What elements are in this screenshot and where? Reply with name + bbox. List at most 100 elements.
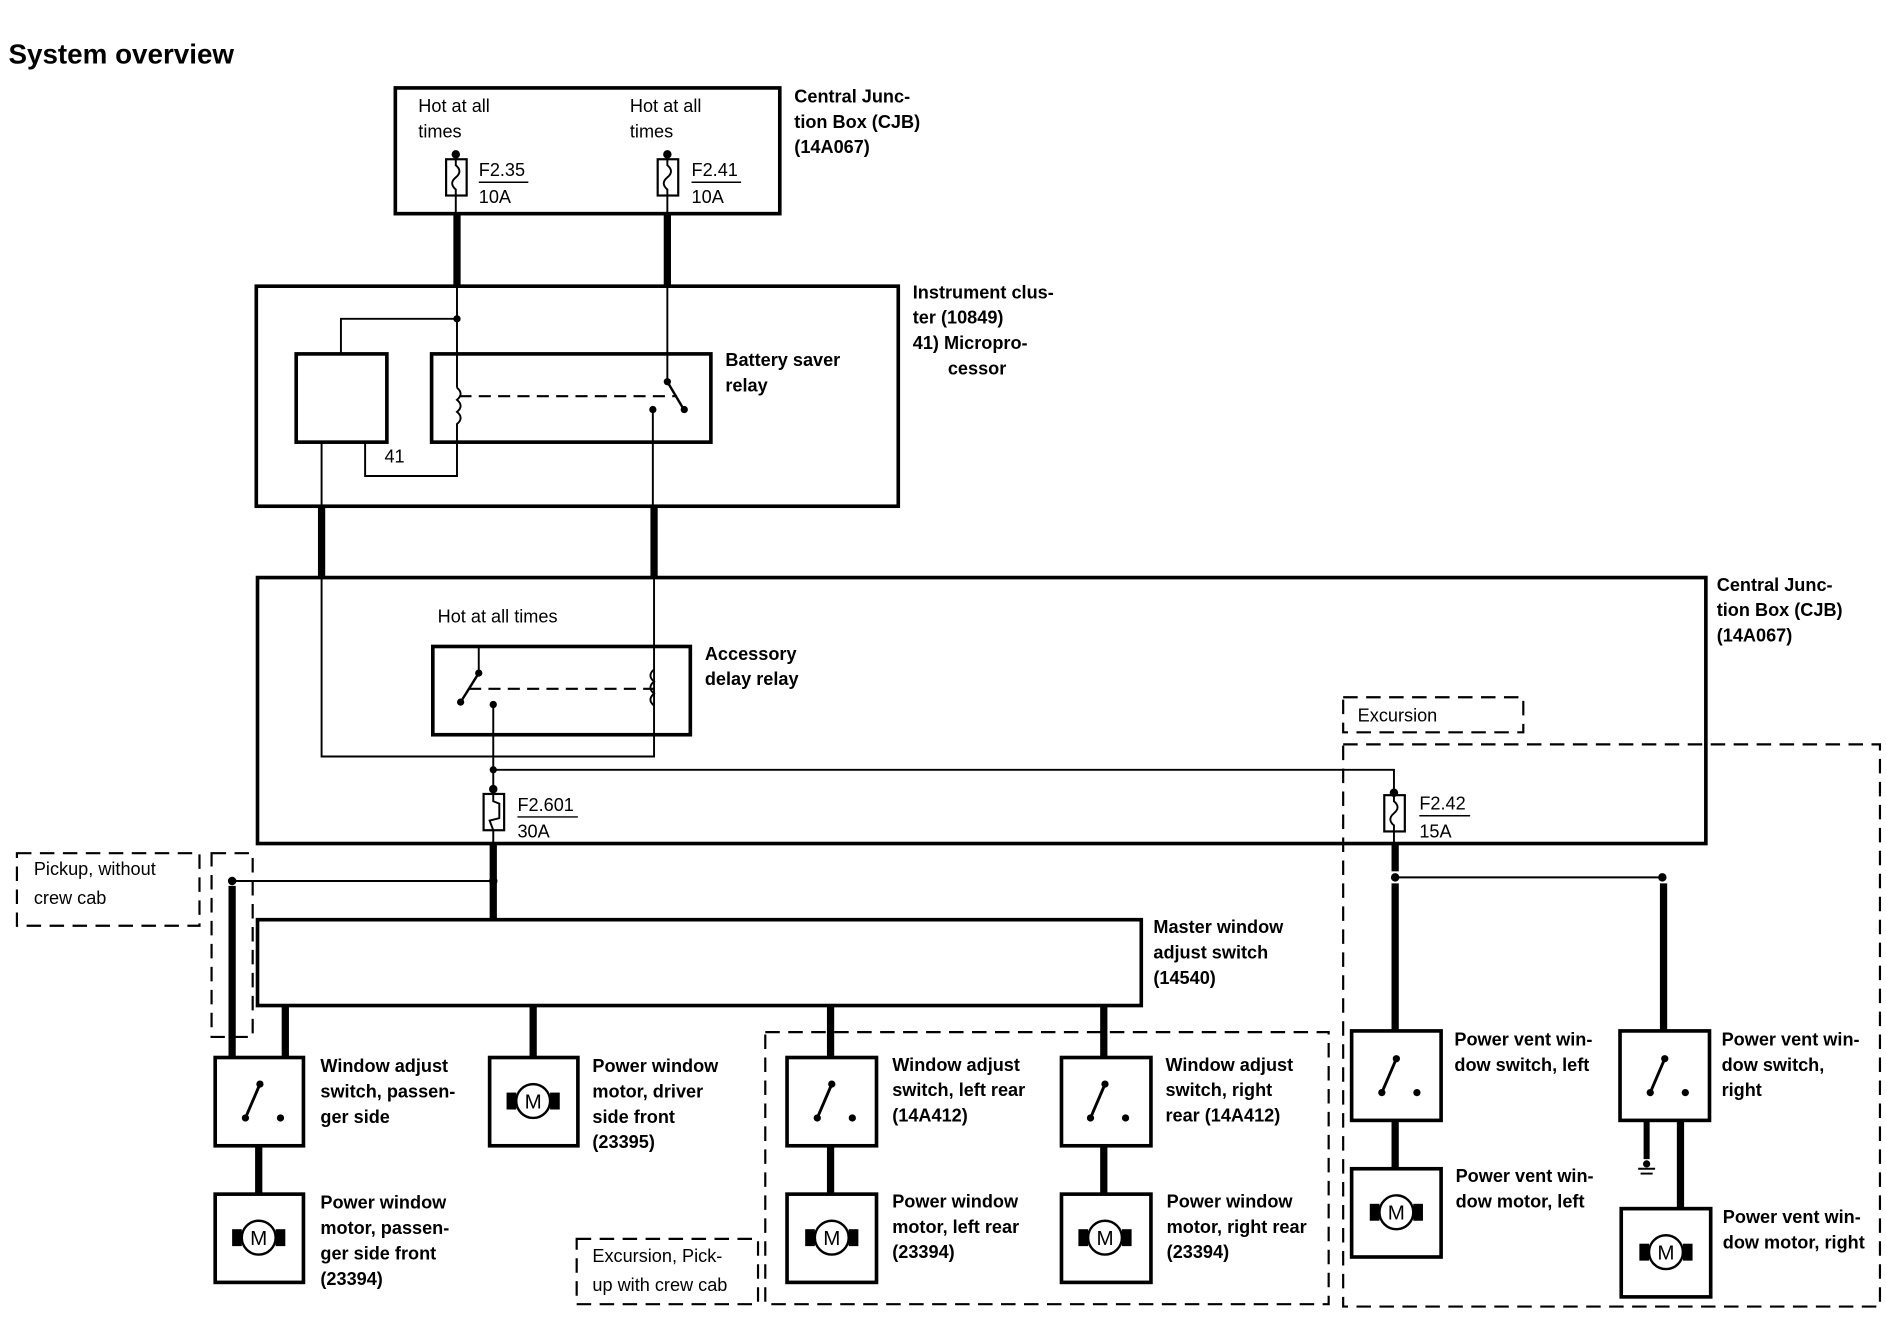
cjb-main-name-3: (14A067)	[1717, 626, 1793, 646]
fuse-f241-id: F2.41	[692, 160, 738, 180]
accessory-delay-relay-label-1: Accessory	[705, 644, 797, 664]
switch-pass-label-3: ger side	[320, 1107, 390, 1127]
cjb-hot-label: Hot at all times	[438, 606, 558, 626]
master-switch-name-1: Master window	[1153, 917, 1284, 937]
battery-saver-relay-label-1: Battery saver	[725, 350, 840, 370]
crew-cab-region	[764, 1031, 1330, 1306]
fuse-f241-rating: 10A	[692, 187, 725, 207]
crew-cab-tag-line-2: up with crew cab	[592, 1275, 727, 1295]
motor-right-rear: M	[1059, 1192, 1153, 1285]
vent-switch-r-label-3: right	[1722, 1080, 1762, 1100]
switch-passenger-side	[213, 1055, 306, 1148]
fuse-icon	[656, 150, 680, 197]
switch-rr-label-2: switch, right	[1165, 1080, 1272, 1100]
motor-pass-label-4: (23394)	[320, 1269, 382, 1289]
ground-icon	[1638, 1160, 1656, 1175]
fuse-f235-id: F2.35	[479, 160, 525, 180]
feed-2-label-1: Hot at all	[630, 96, 702, 116]
vent-motor-r-label-1: Power vent win-	[1723, 1207, 1861, 1227]
instrument-cluster-name-1: Instrument clus-	[913, 282, 1054, 302]
crew-cab-tag-box	[575, 1237, 760, 1306]
motor-left-rear: M	[785, 1192, 879, 1285]
vent-motor-l-label-2: dow motor, left	[1456, 1191, 1585, 1211]
fuse-f2601-id: F2.601	[517, 795, 573, 815]
switch-right-rear	[1059, 1055, 1153, 1148]
motor-rr-label-3: (23394)	[1167, 1242, 1229, 1262]
feed-1-label-2: times	[418, 121, 461, 141]
master-window-switch-box	[255, 917, 1144, 1008]
cjb-main: Hot at all times F2.601 30A F2.42 15A	[255, 575, 1843, 846]
instrument-cluster-name-3: 41) Micropro-	[913, 333, 1028, 353]
motor-glyph-label: M	[525, 1090, 542, 1113]
switch-icon	[1646, 1055, 1689, 1097]
cjb-top-name-2: tion Box (CJB)	[794, 112, 920, 132]
vent-switch-l-label-2: dow switch, left	[1454, 1055, 1589, 1075]
motor-lr-label-2: motor, left rear	[892, 1217, 1019, 1237]
cjb-top-name-3: (14A067)	[794, 137, 870, 157]
motor-pass-label-3: ger side front	[320, 1243, 436, 1263]
switch-icon	[241, 1080, 285, 1122]
motor-driver-front: M	[487, 1055, 580, 1148]
excursion-tag-label: Excursion	[1358, 705, 1438, 725]
pickup-tag-line-2: crew cab	[34, 888, 107, 908]
motor-icon: M	[805, 1219, 859, 1256]
motor-icon: M	[506, 1082, 560, 1120]
motor-icon: M	[232, 1219, 286, 1256]
pickup-tag-box	[15, 852, 201, 927]
motor-icon: M	[1639, 1234, 1693, 1271]
switch-lr-label-1: Window adjust	[892, 1055, 1020, 1075]
pickup-tag-line-1: Pickup, without	[34, 859, 156, 879]
motor-rr-label-1: Power window	[1167, 1191, 1294, 1211]
instrument-cluster: 41 Battery saver relay Instrument clus- …	[254, 282, 1054, 509]
switch-rr-label-3: rear (14A412)	[1165, 1106, 1280, 1126]
vent-switch-l-label-1: Power vent win-	[1454, 1029, 1592, 1049]
motor-glyph-label: M	[1388, 1202, 1405, 1225]
fuse-f235-rating: 10A	[479, 187, 512, 207]
cjb-main-name-1: Central Junc-	[1717, 575, 1833, 595]
switch-icon	[813, 1080, 856, 1122]
accessory-delay-relay-label-2: delay relay	[705, 669, 799, 689]
page-title: System overview	[8, 39, 234, 70]
crew-cab-tag-line-1: Excursion, Pick-	[592, 1246, 722, 1266]
motor-icon: M	[1078, 1219, 1132, 1256]
switch-rr-label-1: Window adjust	[1165, 1055, 1293, 1075]
pickup-region	[210, 852, 254, 1039]
instrument-cluster-name-2: ter (10849)	[913, 308, 1004, 328]
motor-glyph-label: M	[823, 1227, 840, 1250]
motor-driver-label-3: side front	[592, 1107, 675, 1127]
vent-motor-l-label-1: Power vent win-	[1456, 1166, 1594, 1186]
instrument-cluster-box	[254, 284, 901, 509]
motor-lr-label-3: (23394)	[892, 1242, 954, 1262]
vent-switch-right	[1618, 1029, 1712, 1123]
vent-motor-r-label-2: dow motor, right	[1723, 1233, 1865, 1253]
microprocessor-ref: 41	[384, 447, 404, 467]
battery-saver-relay-box	[429, 352, 713, 444]
motor-pass-label-1: Power window	[320, 1193, 447, 1213]
motor-rr-label-2: motor, right rear	[1167, 1217, 1307, 1237]
motor-driver-label-1: Power window	[592, 1056, 719, 1076]
master-switch-name-2: adjust switch	[1153, 942, 1268, 962]
vent-switch-r-label-2: dow switch,	[1722, 1055, 1825, 1075]
cjb-top-name-1: Central Junc-	[794, 86, 910, 106]
vent-switch-left	[1349, 1029, 1443, 1123]
master-switch-name-3: (14540)	[1153, 968, 1215, 988]
fuse-f2601-rating: 30A	[517, 821, 550, 841]
excursion-region	[1342, 743, 1882, 1308]
fuse-f242-id: F2.42	[1419, 794, 1465, 814]
switch-pass-label-2: switch, passen-	[320, 1081, 455, 1101]
excursion-tag-box	[1342, 696, 1525, 734]
cjb-top-box	[393, 86, 782, 216]
switch-lr-label-3: (14A412)	[892, 1106, 968, 1126]
cjb-main-box	[255, 575, 1708, 846]
motor-glyph-label: M	[250, 1227, 267, 1250]
component-labels: Window adjust switch, passen- ger side P…	[320, 1029, 1864, 1288]
fuse-f242-rating: 15A	[1419, 821, 1452, 841]
feed-2-label-2: times	[630, 121, 673, 141]
motor-icon: M	[1369, 1194, 1423, 1231]
motor-passenger-front: M	[213, 1192, 306, 1285]
accessory-delay-relay-box	[430, 644, 693, 737]
motor-glyph-label: M	[1657, 1241, 1674, 1264]
cjb-top: Hot at all times Hot at all times F2.35 …	[393, 86, 920, 216]
